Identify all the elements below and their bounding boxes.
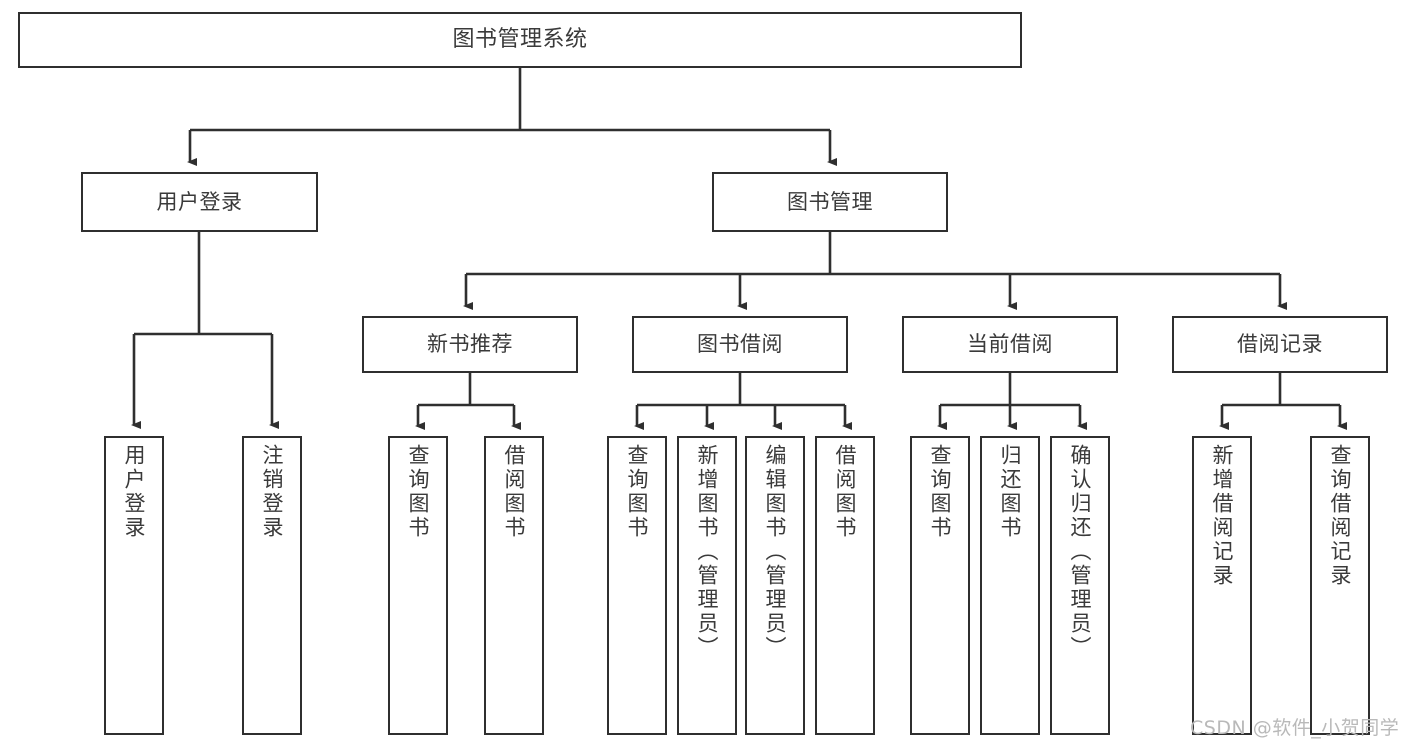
leaf-user-login[interactable]: 用户登录 [104, 436, 164, 735]
node-label: 确认归还（管理员） [1068, 444, 1093, 660]
node-label: 查询图书 [625, 444, 650, 540]
node-user-login[interactable]: 用户登录 [81, 172, 318, 232]
node-book-borrow[interactable]: 图书借阅 [632, 316, 848, 373]
node-label: 查询图书 [406, 444, 431, 540]
node-label: 新书推荐 [427, 332, 513, 357]
node-label: 注销登录 [260, 444, 285, 540]
leaf-query-book-borrow[interactable]: 查询图书 [607, 436, 667, 735]
leaf-query-book-current[interactable]: 查询图书 [910, 436, 970, 735]
node-label: 借阅图书 [833, 444, 858, 540]
leaf-query-book-recommend[interactable]: 查询图书 [388, 436, 448, 735]
node-label: 编辑图书（管理员） [763, 444, 788, 660]
leaf-return-book[interactable]: 归还图书 [980, 436, 1040, 735]
node-label: 归还图书 [998, 444, 1023, 540]
node-label: 借阅记录 [1237, 332, 1323, 357]
leaf-query-borrow-record[interactable]: 查询借阅记录 [1310, 436, 1370, 735]
node-label: 查询图书 [928, 444, 953, 540]
node-borrow-record[interactable]: 借阅记录 [1172, 316, 1388, 373]
node-label: 查询借阅记录 [1328, 444, 1353, 588]
node-label: 图书管理系统 [452, 27, 588, 53]
node-label: 图书借阅 [697, 332, 783, 357]
leaf-logout[interactable]: 注销登录 [242, 436, 302, 735]
leaf-edit-book-admin[interactable]: 编辑图书（管理员） [745, 436, 805, 735]
node-root-book-management-system[interactable]: 图书管理系统 [18, 12, 1022, 68]
node-label: 图书管理 [787, 189, 873, 214]
node-label: 当前借阅 [967, 332, 1053, 357]
node-current-borrow[interactable]: 当前借阅 [902, 316, 1118, 373]
leaf-borrow-book[interactable]: 借阅图书 [815, 436, 875, 735]
node-new-book-recommend[interactable]: 新书推荐 [362, 316, 578, 373]
leaf-add-borrow-record[interactable]: 新增借阅记录 [1192, 436, 1252, 735]
node-book-management[interactable]: 图书管理 [712, 172, 948, 232]
leaf-borrow-book-recommend[interactable]: 借阅图书 [484, 436, 544, 735]
node-label: 用户登录 [156, 189, 243, 214]
node-label: 新增借阅记录 [1210, 444, 1235, 588]
leaf-confirm-return-admin[interactable]: 确认归还（管理员） [1050, 436, 1110, 735]
node-label: 新增图书（管理员） [695, 444, 720, 660]
csdn-watermark: CSDN @软件_小贺同学 [1190, 717, 1400, 739]
leaf-add-book-admin[interactable]: 新增图书（管理员） [677, 436, 737, 735]
node-label: 用户登录 [122, 444, 147, 540]
node-label: 借阅图书 [502, 444, 527, 540]
